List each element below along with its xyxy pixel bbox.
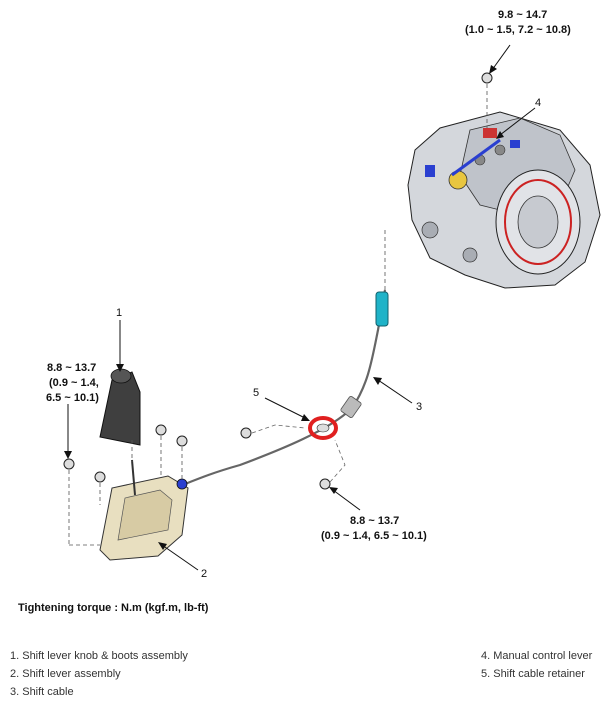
- shift-cable-retainer: [308, 416, 338, 440]
- legend-item: 5. Shift cable retainer: [481, 668, 585, 680]
- lever-bolt-icon: [176, 435, 188, 447]
- torque-lever-line2: (0.9 ~ 1.4,: [49, 377, 99, 389]
- torque-units-heading: Tightening torque : N.m (kgf.m, lb-ft): [18, 602, 209, 614]
- parts-legend-left: 1. Shift lever knob & boots assembly 2. …: [10, 647, 188, 701]
- torque-retainer-line1: 8.8 ~ 13.7: [350, 515, 399, 527]
- legend-item: 3. Shift cable: [10, 686, 74, 698]
- manual-control-lever: [451, 138, 501, 177]
- callout-2: 2: [201, 568, 207, 580]
- lever-bolt-icon: [63, 458, 75, 470]
- parts-legend-right: 4. Manual control lever 5. Shift cable r…: [481, 647, 592, 683]
- lever-bolt-icon: [155, 424, 167, 436]
- legend-item: 4. Manual control lever: [481, 650, 593, 662]
- shift-cable: [184, 289, 387, 486]
- callout-3: 3: [416, 401, 422, 413]
- legend-item: 2. Shift lever assembly: [10, 668, 121, 680]
- shift-lever-assembly: [99, 459, 189, 561]
- lever-bolt-icon: [94, 471, 106, 483]
- transmission-bolt-icon: [481, 72, 493, 84]
- torque-retainer-line2: (0.9 ~ 1.4, 6.5 ~ 10.1): [321, 530, 427, 542]
- torque-transmission-line2: (1.0 ~ 1.5, 7.2 ~ 10.8): [465, 24, 571, 36]
- shift-lever-knob-boot: [99, 368, 141, 446]
- cable-end-fitting: [375, 291, 389, 327]
- callout-4: 4: [535, 97, 541, 109]
- retainer-bolt-left-icon: [240, 427, 252, 439]
- legend-item: 1. Shift lever knob & boots assembly: [10, 650, 188, 662]
- callout-1: 1: [116, 307, 122, 319]
- torque-lever-line3: 6.5 ~ 10.1): [46, 392, 99, 404]
- retainer-bolt-right-icon: [319, 478, 331, 490]
- torque-transmission-line1: 9.8 ~ 14.7: [498, 9, 547, 21]
- torque-lever-line1: 8.8 ~ 13.7: [47, 362, 96, 374]
- transmission-assembly: [407, 111, 601, 289]
- exploded-view-diagram: 1 2 3 4 5 9.8 ~ 14.7 (1.0 ~ 1.5, 7.2 ~ 1…: [46, 9, 601, 580]
- callout-5: 5: [253, 387, 259, 399]
